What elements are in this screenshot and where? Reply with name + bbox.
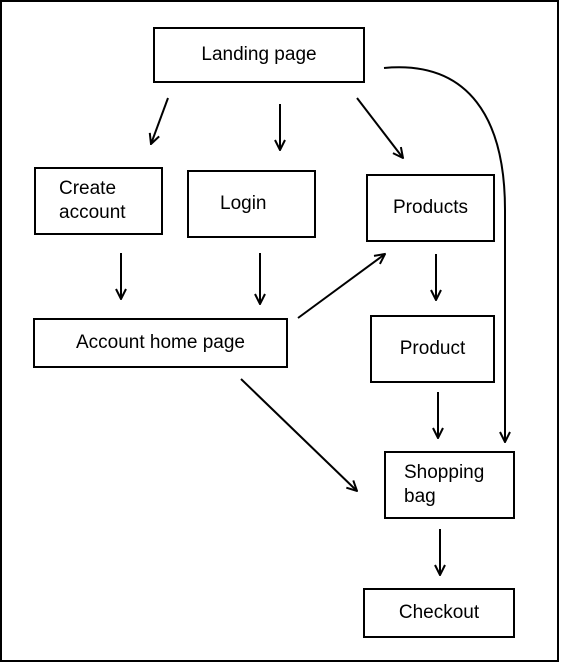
node-landing-page: Landing page: [153, 27, 365, 83]
node-label: Account home page: [75, 332, 245, 353]
edge-landing-to-shopping-bag: [383, 66, 505, 442]
node-product: Product: [370, 315, 495, 383]
diagram-frame: [0, 0, 559, 662]
node-label: Create account: [59, 178, 126, 223]
node-label: Products: [393, 197, 468, 218]
node-label: Shopping bag: [404, 462, 485, 507]
node-login: Login: [187, 170, 316, 238]
node-label: Product: [399, 338, 466, 359]
node-account-home-page: Account home page: [33, 318, 288, 368]
edge-account-home-to-shopping-bag: [240, 378, 357, 491]
node-shopping-bag: Shopping bag: [384, 451, 515, 519]
edge-landing-to-create: [151, 97, 169, 144]
edge-landing-to-products: [356, 97, 403, 158]
node-create-account: Create account: [34, 167, 163, 235]
node-label: Landing page: [201, 44, 317, 65]
node-products: Products: [366, 174, 495, 242]
node-label: Checkout: [398, 602, 480, 623]
node-checkout: Checkout: [363, 588, 515, 638]
node-label: Login: [220, 193, 267, 214]
edge-account-home-to-products: [297, 254, 385, 319]
